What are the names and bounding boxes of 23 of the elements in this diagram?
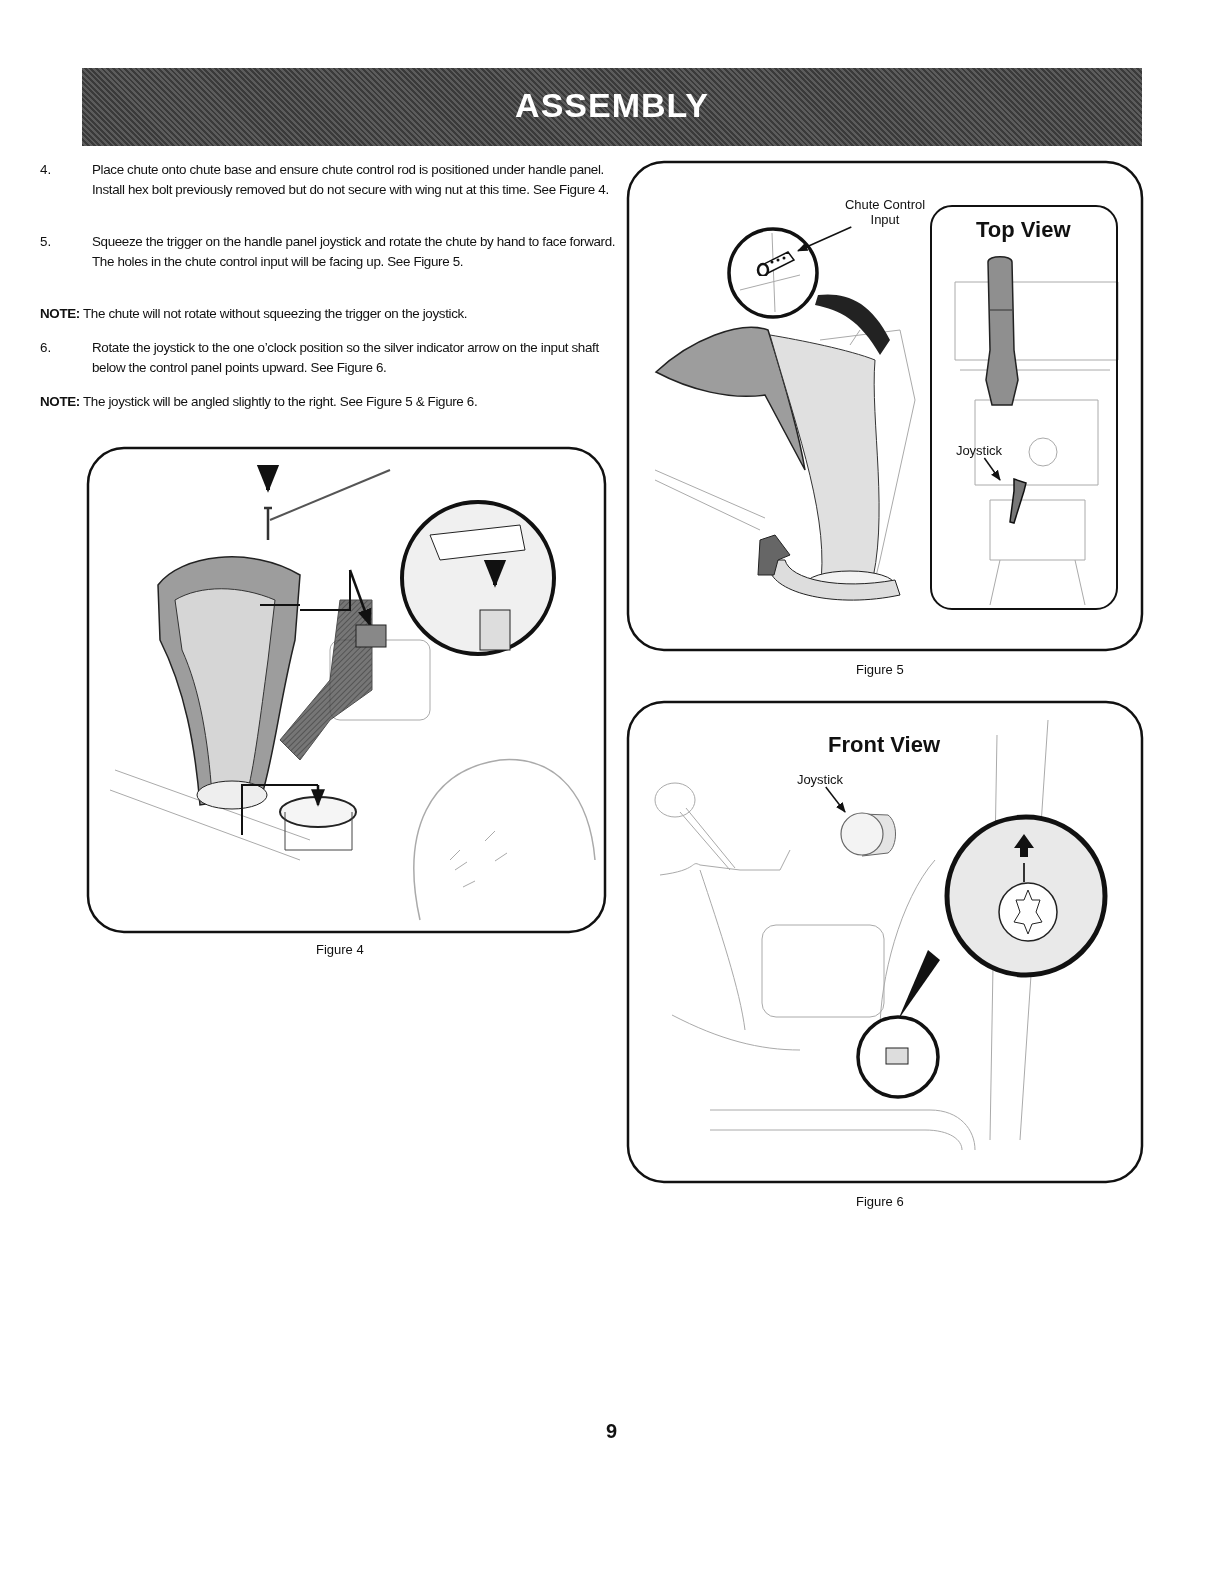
note-text: NOTE: The joystick will be angled slightly to the right. See Figure 5 & Figure 6.: [40, 393, 479, 411]
leader-line: [797, 226, 853, 252]
figure-caption: Figure 4: [316, 942, 364, 957]
figure-caption: Figure 6: [856, 1194, 904, 1209]
step-number: 4.: [40, 161, 53, 179]
leader-line: [983, 457, 1001, 481]
instruction-text: Place chute onto chute base and ensure chute control rod is positioned under handle panel. Install hex bolt previously removed but do not secure with wing nut at this time. See Figure 4.: [92, 161, 610, 199]
page-number: 9: [606, 1420, 618, 1443]
joystick-knob: [840, 812, 884, 856]
instruction-text: Rotate the joystick to the one o’clock position so the silver indicator arrow on the input shaft below the control panel points upward. See Figure 6.: [92, 339, 600, 377]
view-title: Top View: [976, 217, 1071, 243]
leader-line: [825, 786, 846, 813]
instruction-text: Squeeze the trigger on the handle panel joystick and rotate the chute by hand to face forward. The holes in the chute control input will be facing up. See Figure 5.: [92, 233, 617, 271]
view-title: Front View: [828, 732, 941, 758]
step-number: 6.: [40, 339, 53, 357]
note-text: NOTE: The chute will not rotate without squeezing the trigger on the joystick.: [40, 305, 469, 323]
figure-caption: Figure 5: [856, 662, 904, 677]
top-view-inset: [930, 205, 1118, 610]
step-number: 5.: [40, 233, 53, 251]
callout-label: Joystick: [948, 443, 1010, 458]
callout-label: Chute Control Input: [840, 197, 930, 227]
callout-label: Joystick: [795, 772, 845, 787]
section-title: ASSEMBLY: [514, 86, 710, 125]
